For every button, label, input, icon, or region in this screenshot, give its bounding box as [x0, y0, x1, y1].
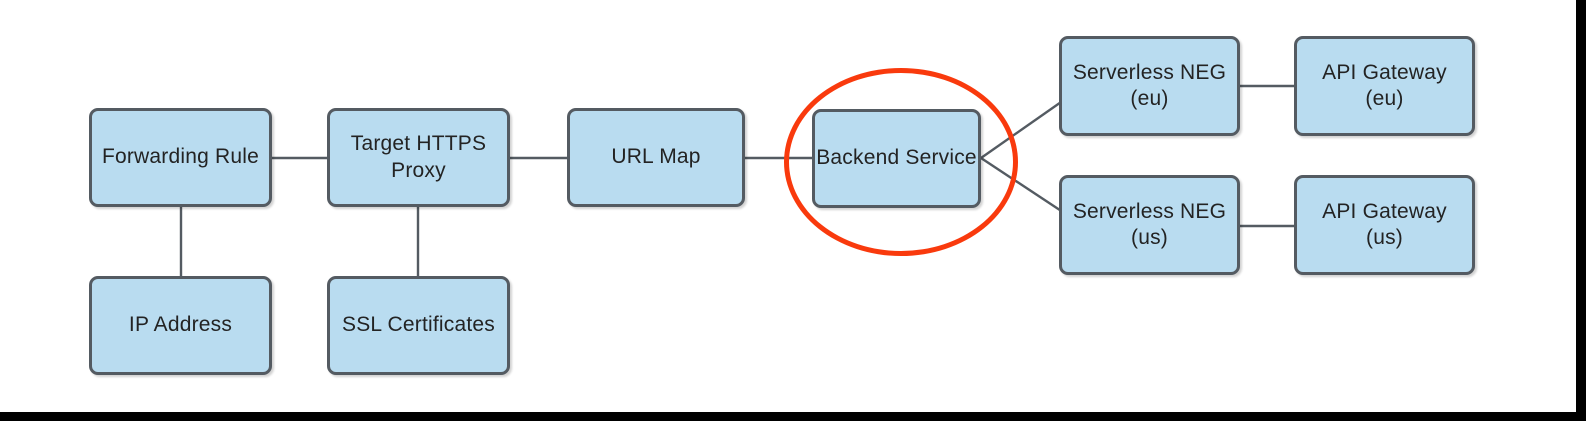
node-ssl-certificates[interactable]: SSL Certificates: [327, 276, 510, 375]
node-serverless-neg-eu[interactable]: Serverless NEG (eu): [1059, 36, 1240, 136]
node-target-https-proxy[interactable]: Target HTTPS Proxy: [327, 108, 510, 207]
node-api-gateway-us[interactable]: API Gateway (us): [1294, 175, 1475, 275]
node-url-map[interactable]: URL Map: [567, 108, 745, 207]
node-backend-service[interactable]: Backend Service: [812, 109, 981, 208]
node-ip-address[interactable]: IP Address: [89, 276, 272, 375]
viewport-right-border: [1576, 0, 1586, 421]
node-serverless-neg-us[interactable]: Serverless NEG (us): [1059, 175, 1240, 275]
viewport-bottom-border: [0, 412, 1586, 421]
node-forwarding-rule[interactable]: Forwarding Rule: [89, 108, 272, 207]
node-api-gateway-eu[interactable]: API Gateway (eu): [1294, 36, 1475, 136]
